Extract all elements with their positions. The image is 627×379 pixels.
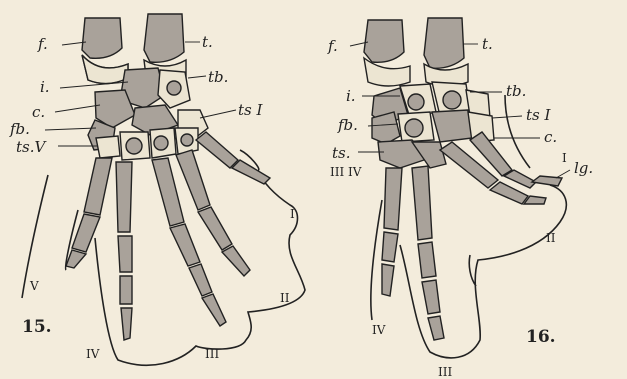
digit-label-IV-15: IV (86, 347, 100, 361)
label-f-16: f. (327, 37, 338, 55)
digit-label-III-16: III (438, 365, 452, 379)
fibula-16 (364, 20, 404, 62)
tibia-15 (144, 14, 184, 62)
label-tb-15: tb. (208, 68, 228, 86)
label-t-16: t. (482, 35, 493, 53)
label-lg-16: lg. (574, 159, 593, 177)
digit-V-15 (66, 158, 112, 268)
fibulare-16 (372, 112, 400, 144)
label-t-15: t. (202, 33, 213, 51)
label-f-15: f. (37, 35, 48, 53)
digit-III-16 (412, 166, 444, 340)
figure-16: f. t. i. tb. fb. ts I c. ts. lg. III IV … (327, 18, 593, 379)
tibia-16 (424, 18, 464, 68)
label-c-16: c. (544, 128, 557, 146)
figure-number-15: 15. (22, 317, 52, 337)
label-i-15: i. (40, 78, 50, 96)
fibula-15 (82, 18, 122, 58)
digit-label-I-15: I (290, 207, 295, 221)
label-tb-16: tb. (506, 82, 526, 100)
label-tsI-16: ts I (526, 106, 551, 124)
digit-label-III-15: III (205, 347, 219, 361)
digit-label-IV-16: IV (372, 323, 386, 337)
label-fb-15: fb. (9, 120, 30, 138)
label-tsI-15: ts I (238, 101, 263, 119)
digit-IV-16 (382, 168, 402, 296)
label-ts-16: ts. (332, 144, 351, 162)
digit-I-15 (196, 132, 270, 184)
label-III-IV-16: III IV (330, 165, 362, 179)
digit-label-II-15: II (280, 291, 290, 305)
digit-label-V-15: V (29, 279, 39, 293)
label-i-16: i. (346, 87, 356, 105)
digit-label-I-16: I (562, 151, 567, 165)
label-fb-16: fb. (337, 116, 358, 134)
label-tsV-15: ts.V (16, 138, 47, 156)
digit-IV-15 (116, 162, 132, 340)
figure-15: f. t. i. tb. c. ts I fb. ts.V I II III I… (9, 14, 305, 365)
figure-number-16: 16. (526, 327, 556, 347)
label-c-15: c. (32, 103, 45, 121)
digit-label-II-16: II (546, 231, 556, 245)
